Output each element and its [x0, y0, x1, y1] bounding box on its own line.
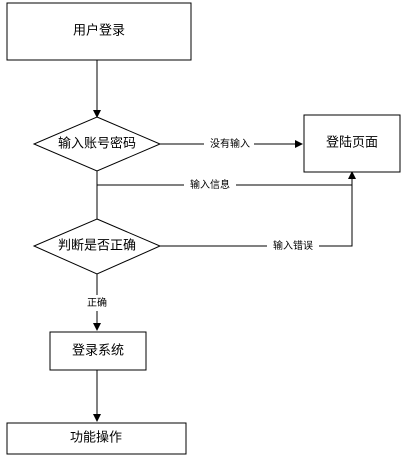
edge-input-error: [160, 175, 353, 247]
functions-node: [6, 422, 187, 455]
edge-label-input-info: 输入信息: [190, 178, 230, 191]
check-correct-label: 判断是否正确: [58, 239, 136, 254]
login-system-label: 登录系统: [72, 344, 124, 359]
check-correct-decision: [32, 218, 162, 275]
user-login-label: 用户登录: [73, 23, 125, 39]
edge-label-correct: 正确: [87, 296, 107, 309]
input-credentials-decision: [32, 116, 162, 172]
login-page-label: 登陆页面: [326, 135, 378, 151]
edge-label-input-error: 输入错误: [273, 239, 313, 252]
login-system-node: [49, 331, 147, 371]
user-login-node: [6, 2, 192, 61]
input-credentials-label: 输入账号密码: [58, 136, 136, 152]
edge-label-no-input: 没有输入: [210, 137, 250, 150]
login-page-node: [303, 114, 401, 173]
functions-label: 功能操作: [70, 430, 122, 446]
